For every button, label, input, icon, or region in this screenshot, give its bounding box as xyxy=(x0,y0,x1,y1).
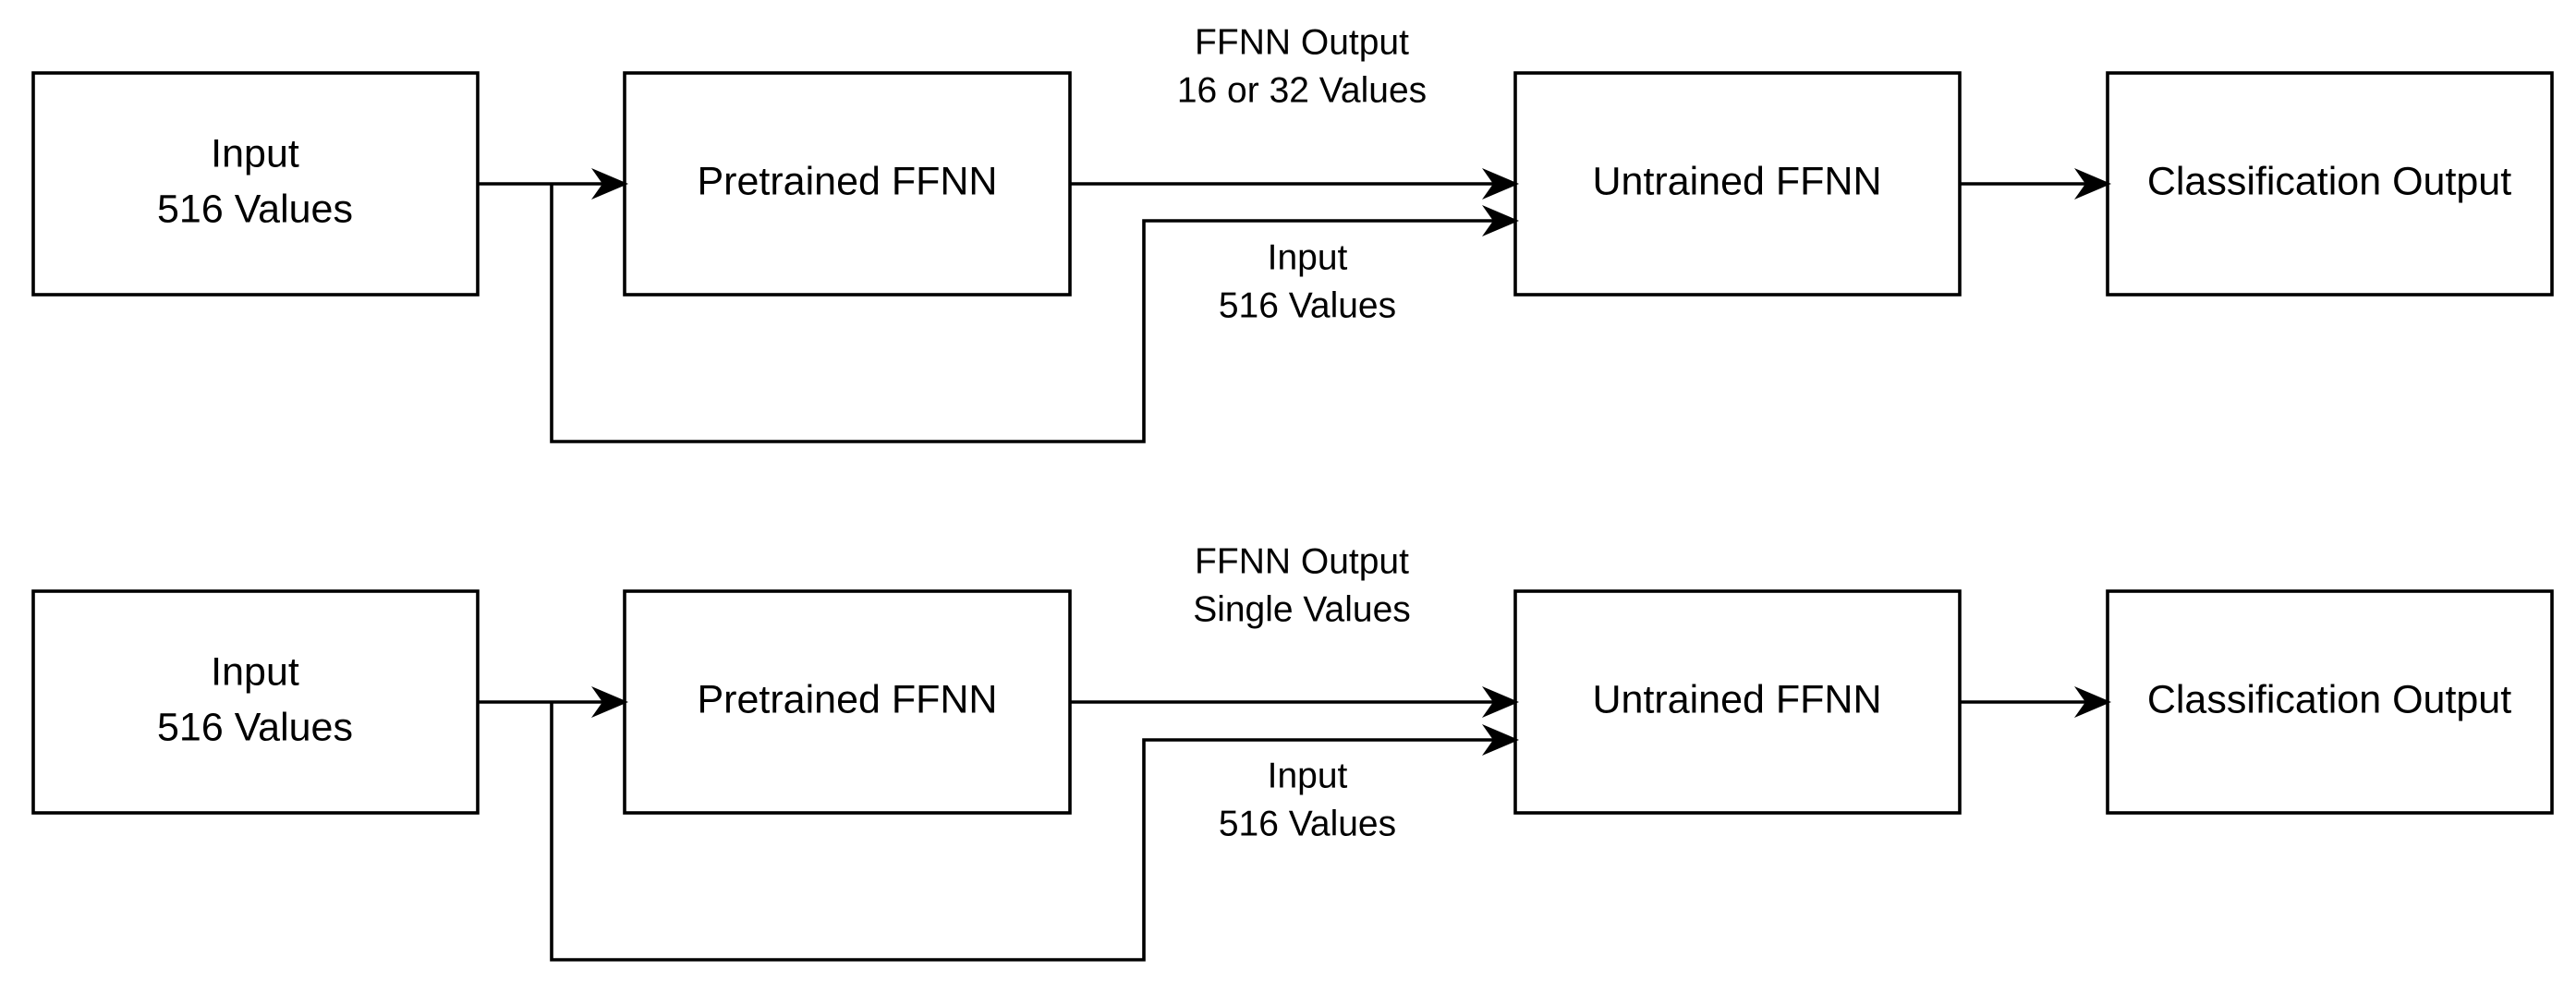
ffnn-output-label-line1: FFNN Output xyxy=(1195,541,1409,581)
input-node-label-line1: Input xyxy=(211,649,299,694)
classification-output-node: Classification Output xyxy=(2106,589,2554,815)
input-skip-label-line1: Input xyxy=(1268,237,1348,277)
input-skip-label-line2: 516 Values xyxy=(1219,804,1396,843)
input-node: Input 516 Values xyxy=(31,589,480,815)
untrained-ffnn-node: Untrained FFNN xyxy=(1513,71,1962,297)
untrained-ffnn-label: Untrained FFNN xyxy=(1592,677,1881,721)
pretrained-ffnn-label: Pretrained FFNN xyxy=(698,159,998,203)
pretrained-ffnn-node: Pretrained FFNN xyxy=(623,71,1072,297)
ffnn-output-label-line2: 16 or 32 Values xyxy=(1177,70,1427,110)
edge-input-skip xyxy=(550,184,1519,443)
input-skip-label-line1: Input xyxy=(1268,756,1348,795)
diagram-bottom: Input 516 Values Pretrained FFNN Untrain… xyxy=(31,541,2554,962)
classification-output-label: Classification Output xyxy=(2147,159,2511,203)
classification-output-label: Classification Output xyxy=(2147,677,2511,721)
ffnn-output-label-line2: Single Values xyxy=(1193,589,1411,629)
classification-output-node: Classification Output xyxy=(2106,71,2554,297)
pretrained-ffnn-node: Pretrained FFNN xyxy=(623,589,1072,815)
pretrained-ffnn-label: Pretrained FFNN xyxy=(698,677,998,721)
input-skip-label-line2: 516 Values xyxy=(1219,285,1396,325)
input-node-label-line2: 516 Values xyxy=(157,187,353,231)
untrained-ffnn-node: Untrained FFNN xyxy=(1513,589,1962,815)
input-node-label-line1: Input xyxy=(211,131,299,176)
input-node: Input 516 Values xyxy=(31,71,480,297)
input-node-label-line2: 516 Values xyxy=(157,705,353,749)
diagram-top: Input 516 Values Pretrained FFNN Untrain… xyxy=(31,22,2554,443)
ffnn-output-label-line1: FFNN Output xyxy=(1195,22,1409,62)
edge-input-skip xyxy=(550,702,1519,962)
untrained-ffnn-label: Untrained FFNN xyxy=(1592,159,1881,203)
